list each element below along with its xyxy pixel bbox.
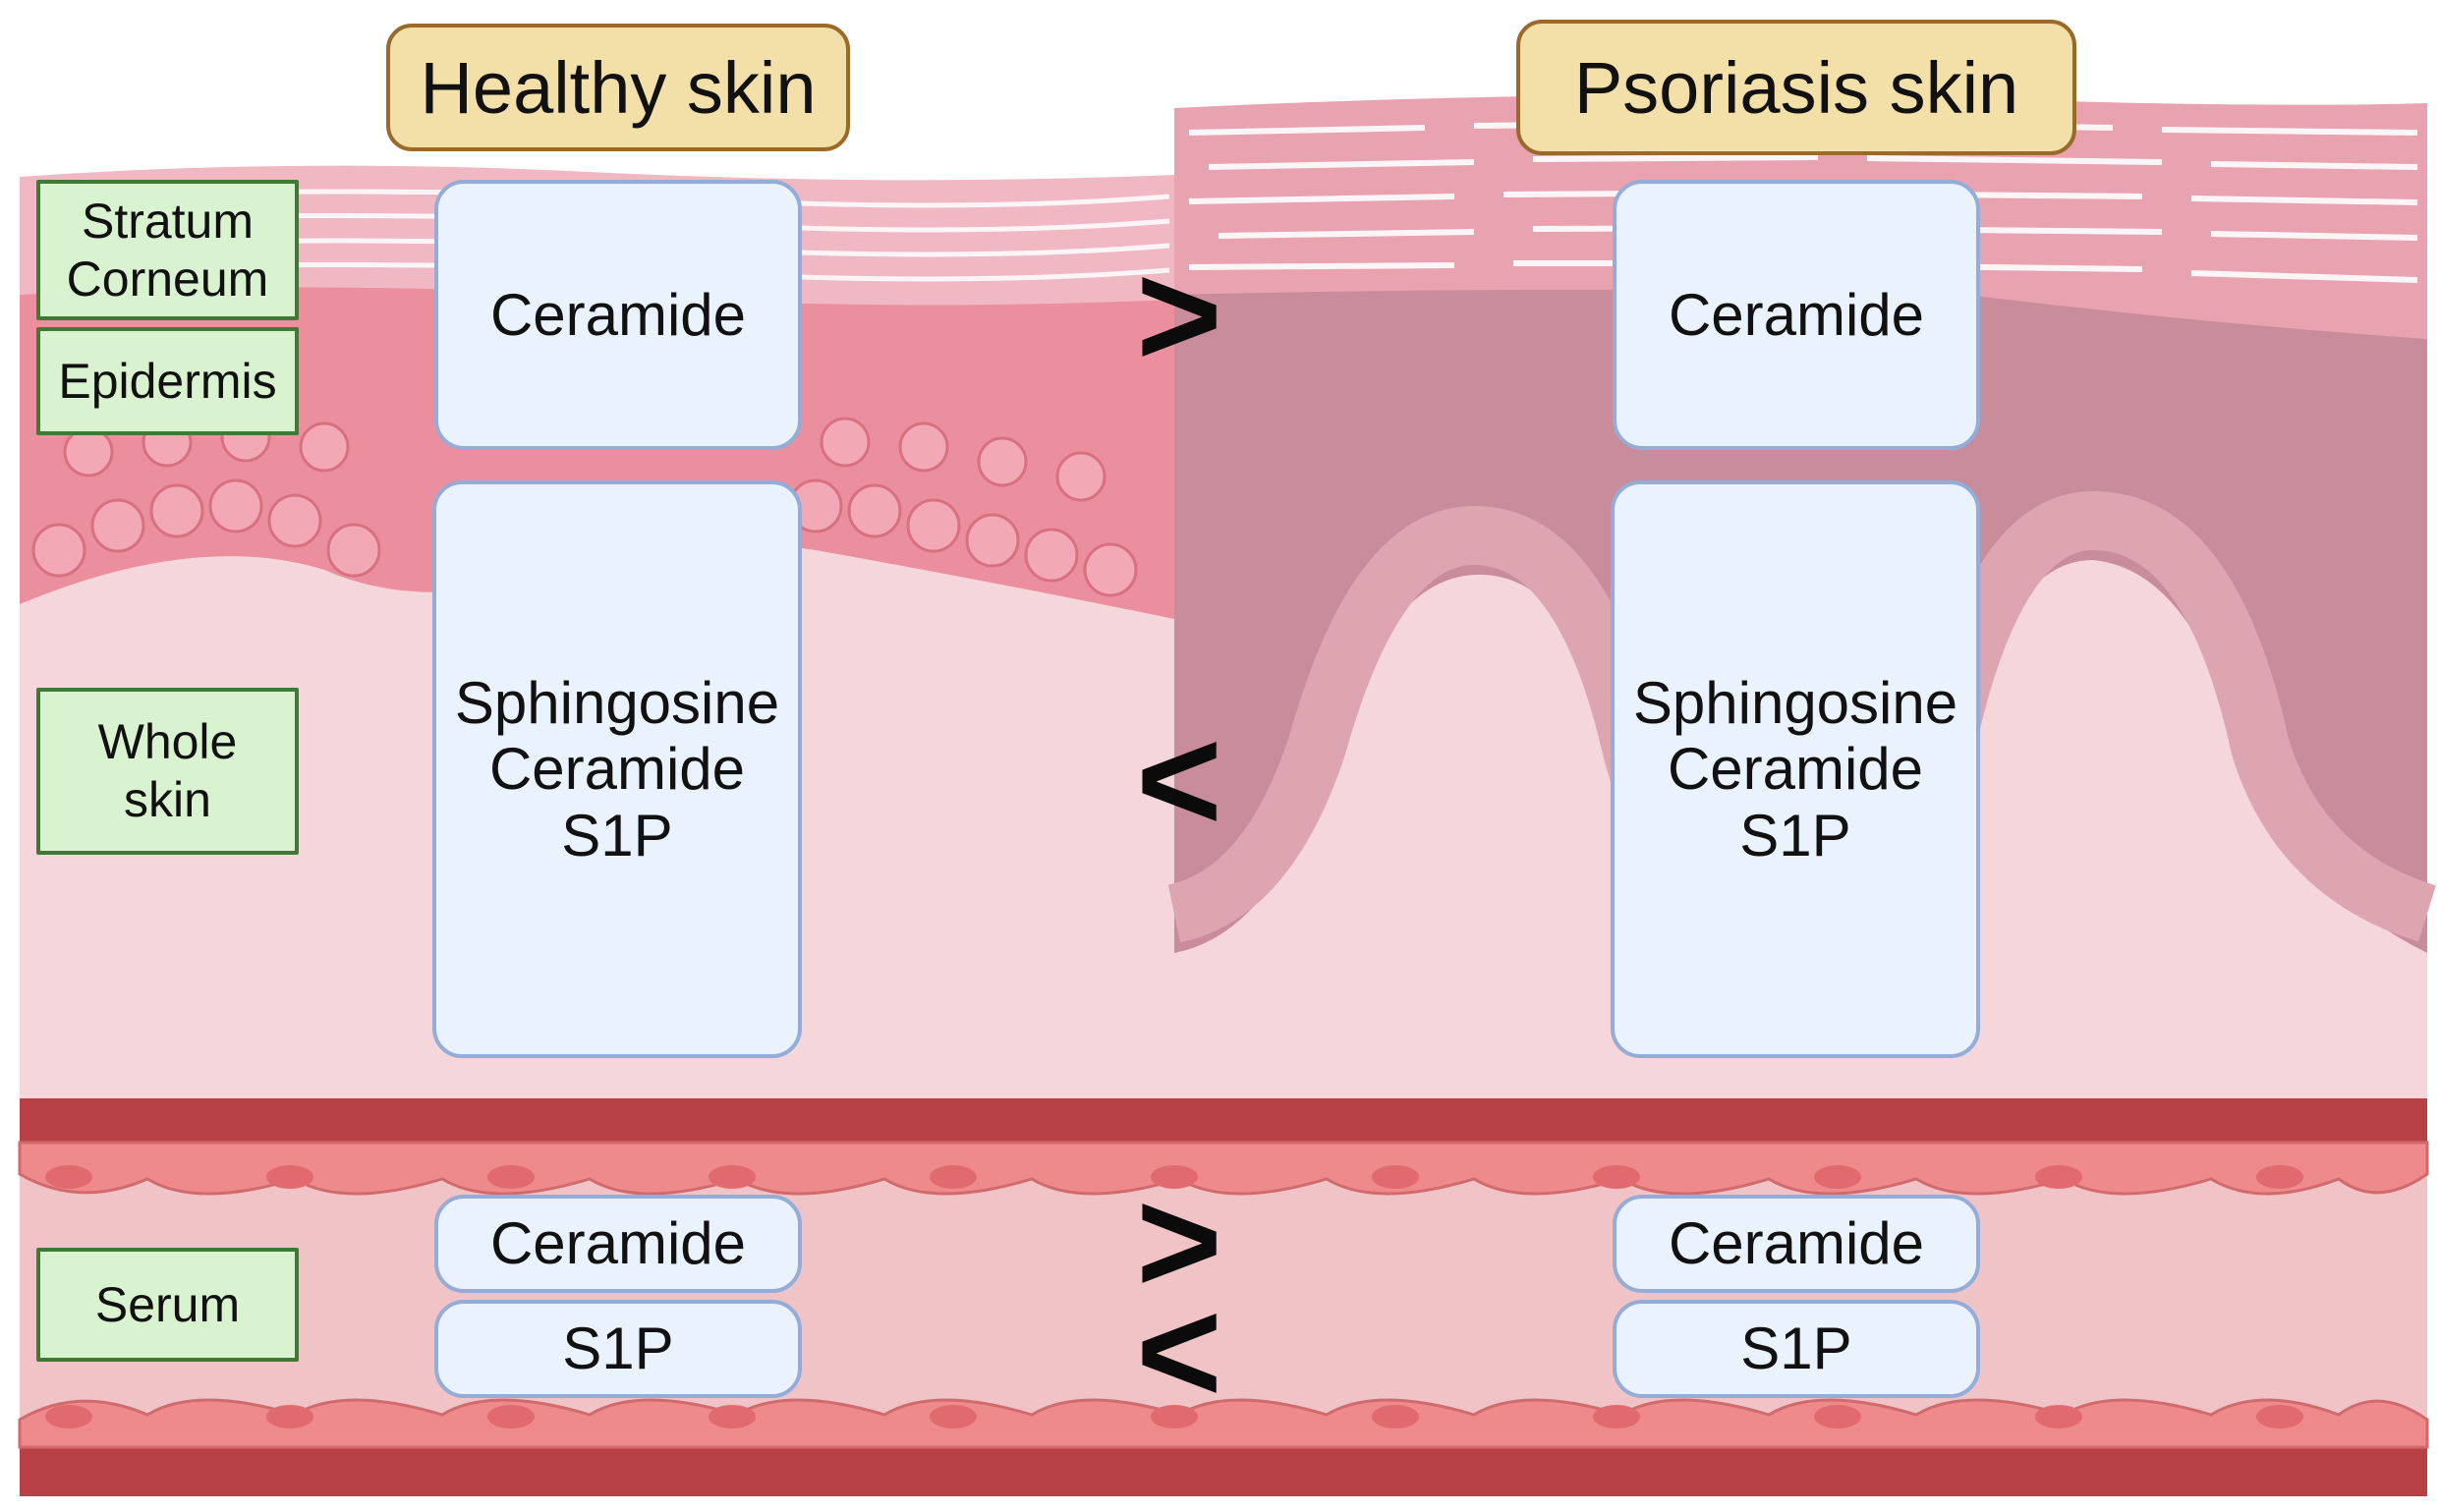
psoriasis-whole-skin-box: Sphingosine Ceramide S1P <box>1611 480 1980 1058</box>
molecule-label: S1P <box>562 1316 674 1382</box>
molecule-label: Ceramide <box>489 1210 747 1277</box>
serum-ceramide-comparison: > <box>1136 1158 1222 1323</box>
endothelial-nuclei <box>45 1165 2303 1428</box>
vessel-wall-bottom <box>20 1447 2427 1496</box>
serum-s1p-comparison: < <box>1136 1268 1222 1433</box>
whole-skin-label: Whole skin <box>36 688 299 855</box>
molecule-label: Ceramide <box>1668 1210 1925 1277</box>
epidermis-label-text: Epidermis <box>58 353 277 409</box>
serum-label: Serum <box>36 1248 299 1362</box>
molecule-label: Sphingosine <box>1632 670 1958 737</box>
molecule-label: Sphingosine <box>454 670 780 737</box>
molecule-label: Ceramide <box>489 281 747 348</box>
epidermis-label: Epidermis <box>36 327 299 435</box>
healthy-whole-skin-box: Sphingosine Ceramide S1P <box>432 480 802 1058</box>
psoriasis-skin-title-text: Psoriasis skin <box>1573 46 2019 129</box>
whole-skin-comparison: < <box>1136 697 1222 862</box>
stratum-corneum-label: Stratum Corneum <box>36 180 299 320</box>
healthy-epidermis-cells <box>31 412 1138 597</box>
molecule-label: S1P <box>1739 802 1851 868</box>
healthy-skin-title-text: Healthy skin <box>420 46 817 129</box>
healthy-serum-ceramide-box: Ceramide <box>434 1195 802 1293</box>
healthy-skin-title: Healthy skin <box>386 24 850 151</box>
stratum-corneum-label-line-1: Stratum <box>81 193 255 249</box>
healthy-stratum-corneum-box: Ceramide <box>434 180 802 450</box>
psoriasis-serum-s1p-box: S1P <box>1613 1300 1980 1398</box>
psoriasis-serum-ceramide-box: Ceramide <box>1613 1195 1980 1293</box>
stratum-corneum-comparison: > <box>1136 232 1222 397</box>
psoriasis-stratum-corneum-box: Ceramide <box>1613 180 1980 450</box>
healthy-serum-s1p-box: S1P <box>434 1300 802 1398</box>
molecule-label: Ceramide <box>1667 736 1924 803</box>
molecule-label: S1P <box>1740 1316 1852 1382</box>
molecule-label: Ceramide <box>488 736 746 803</box>
molecule-label: S1P <box>561 802 673 868</box>
molecule-label: Ceramide <box>1668 281 1925 348</box>
whole-skin-label-line-1: Whole <box>97 714 238 769</box>
vessel-wall-top <box>20 1098 2427 1143</box>
serum-label-text: Serum <box>94 1276 241 1332</box>
whole-skin-label-line-2: skin <box>124 772 211 827</box>
stratum-corneum-label-line-2: Corneum <box>66 251 269 307</box>
psoriasis-skin-title: Psoriasis skin <box>1516 20 2076 155</box>
